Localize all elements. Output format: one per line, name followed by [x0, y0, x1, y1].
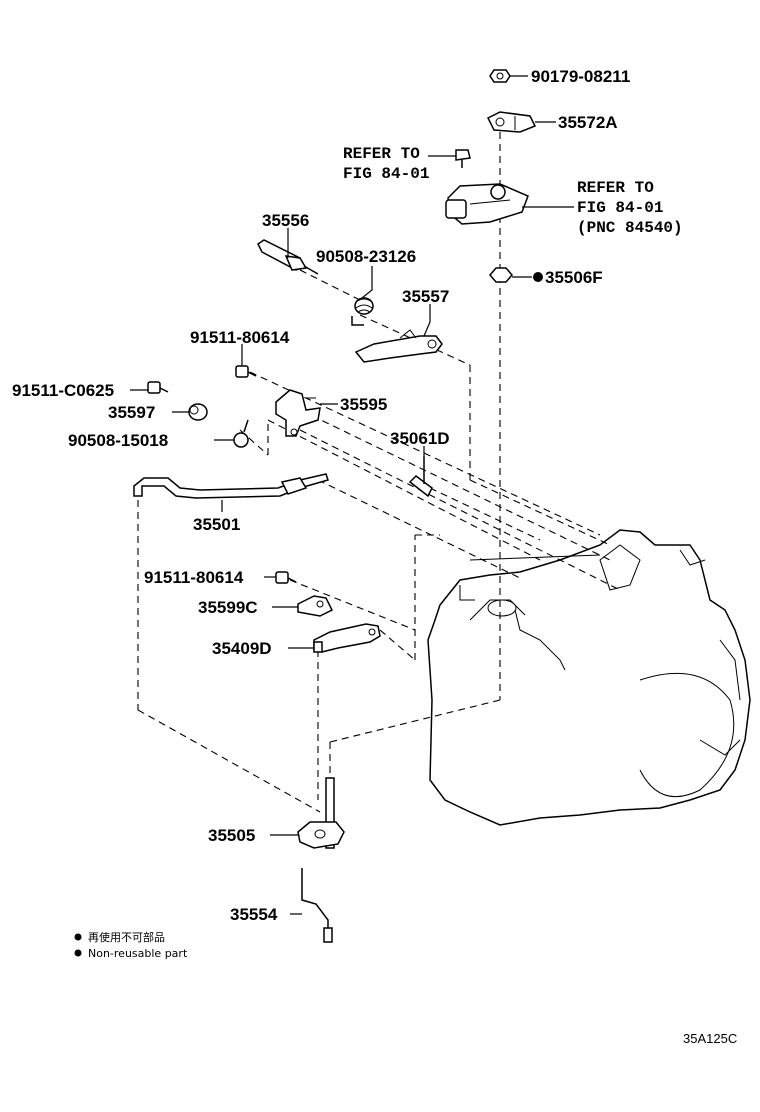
label-35506F: 35506F [545, 268, 603, 287]
pin-case-line [267, 419, 541, 561]
detent-lever-35557 [354, 329, 443, 363]
non-reusable-dot [533, 272, 543, 282]
refer-left-line1: REFER TO [343, 145, 420, 163]
oil-seal-35506F [489, 267, 543, 283]
case-top-edge [469, 554, 601, 561]
legend-en: Non-reusable part [88, 947, 188, 960]
label-91511-C0625: 91511-C0625 [12, 381, 114, 400]
case-bore [487, 599, 517, 617]
parking-rod-35554 [301, 868, 333, 943]
label-35556: 35556 [262, 211, 309, 230]
valve-lever-shaft-35505 [297, 777, 345, 849]
label-90508-23126: 90508-23126 [316, 247, 416, 266]
legend-dot-en [74, 949, 82, 957]
spring-90508-23126 [351, 297, 374, 326]
label-35595: 35595 [340, 395, 387, 414]
lock-washer-35572A [486, 111, 537, 133]
lever-35409D [313, 623, 381, 653]
label-91511-80614-b: 91511-80614 [144, 568, 244, 587]
label-35572A: 35572A [558, 113, 618, 132]
label-91511-80614-a: 91511-80614 [190, 328, 290, 347]
refer-right-line3: (PNC 84540) [577, 219, 683, 237]
neutral-start-switch [445, 183, 529, 225]
case-outline [427, 529, 751, 826]
legend: 再使用不可部品 Non-reusable part [74, 930, 188, 960]
spring-line [299, 269, 361, 301]
rod-lever-line [137, 709, 321, 813]
case-lug [699, 739, 741, 756]
shaft-to-lever-line [329, 699, 501, 743]
case-rib [514, 609, 566, 671]
collar-line [429, 487, 541, 541]
label-35409D: 35409D [212, 639, 272, 658]
case-mount [599, 544, 641, 591]
legend-dot-jp [74, 933, 82, 941]
label-90179-08211: 90179-08211 [531, 67, 630, 86]
leader-lines [130, 75, 574, 915]
arm-case-line [469, 479, 611, 546]
label-35505: 35505 [208, 826, 255, 845]
collar-35061D [408, 456, 433, 498]
case-ear [679, 549, 706, 566]
label-35061D: 35061D [390, 429, 450, 448]
lever-line [379, 629, 416, 661]
label-90508-15018: 90508-15018 [68, 431, 168, 450]
bolt-refer [455, 149, 471, 168]
bracket-35599C [297, 595, 334, 617]
bolt-line-2 [289, 404, 611, 561]
rod-line [317, 479, 521, 579]
label-35557: 35557 [402, 287, 449, 306]
label-35599C: 35599C [198, 598, 258, 617]
bolt-91511-80614-a [235, 365, 257, 378]
transmission-case [427, 529, 751, 826]
clip-90508-15018 [233, 419, 249, 448]
diagram-code: 35A125C [683, 1031, 737, 1046]
nut-90179 [489, 69, 511, 83]
case-tab [459, 585, 475, 601]
legend-jp: 再使用不可部品 [88, 930, 165, 944]
label-35597: 35597 [108, 403, 155, 422]
control-rod-35501 [133, 473, 329, 499]
refer-right-line1: REFER TO [577, 179, 654, 197]
label-35501: 35501 [193, 515, 240, 534]
bracket-line [289, 579, 416, 631]
refer-right-line2: FIG 84-01 [577, 199, 663, 217]
bushing-35597 [188, 403, 208, 421]
bracket-35595 [275, 389, 321, 437]
bolt-line-3 [299, 429, 621, 591]
case-bell [639, 672, 735, 798]
case-flange [719, 639, 741, 701]
assembly-dashed-lines [137, 120, 621, 813]
refer-left-line2: FIG 84-01 [343, 165, 429, 183]
bolt-91511-C0625 [147, 381, 169, 394]
shaft-pin-35556 [257, 239, 319, 275]
bolt-line-1 [249, 371, 601, 536]
label-35554: 35554 [230, 905, 278, 924]
